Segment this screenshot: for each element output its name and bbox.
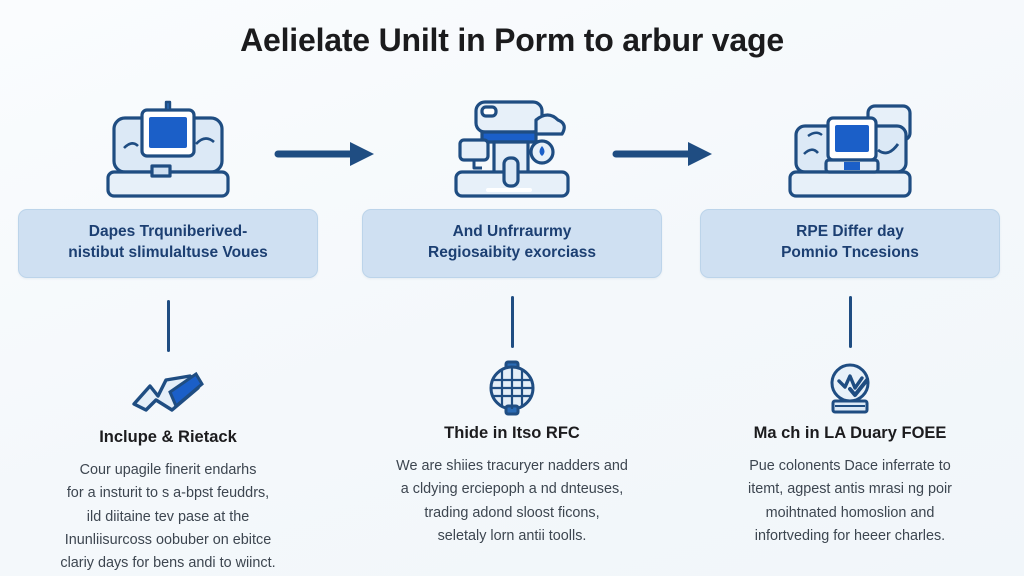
step-heading-2: Thide in Itso RFC [444, 423, 580, 442]
step-label-line-1: And Unfrraurmy [452, 223, 572, 240]
arrow-step-2-to-3 [610, 138, 720, 170]
step-label-box-3: RPE Differ day Pomnio Tncesions [700, 209, 1000, 278]
connector-line-3 [848, 295, 852, 348]
industrial-machine-icon [362, 95, 662, 201]
body-line: a cldying erciepoph a nd dnteuses, [400, 481, 624, 498]
connector-line-2 [510, 295, 514, 348]
step-column-3: RPE Differ day Pomnio Tncesions Ma ch in… [700, 95, 1000, 548]
body-line: for a insturit to s a-bpst feuddrs, [66, 485, 270, 502]
step-column-1: Dapes Trquniberived- nistibut slimulaltu… [18, 95, 318, 575]
connector-line-1 [166, 299, 170, 352]
step-body-2: We are shiies tracuryer nadders and a cl… [362, 455, 662, 548]
trending-up-check-icon [18, 364, 318, 420]
computer-monitor-desk-icon [18, 95, 318, 201]
step-heading-1: Inclupe & Rietack [99, 427, 237, 446]
step-label-line-1: RPE Differ day [796, 223, 904, 240]
page-title: Aelielate Unilt in Porm to arbur vage [240, 22, 784, 58]
body-line: infortveding for heeer charles. [754, 527, 946, 544]
verified-check-badge-icon [700, 360, 1000, 416]
step-column-2: And Unfrraurmy Regiosaibity exorciass [362, 95, 662, 548]
step-label-box-1: Dapes Trquniberived- nistibut slimulaltu… [18, 209, 318, 278]
step-label-line-2: Pomnio Tncesions [781, 243, 919, 261]
body-line: Inunliisurcoss oobuber on ebitce [64, 531, 272, 548]
arrow-step-1-to-2 [272, 138, 382, 170]
body-line: seletaly lorn antii toolls. [437, 527, 587, 544]
body-line: itemt, agpest antis mrasi ng poir [748, 481, 952, 498]
step-label-line-1: Dapes Trquniberived- [88, 223, 248, 240]
step-label-box-2: And Unfrraurmy Regiosaibity exorciass [362, 209, 662, 278]
body-line: trading adond sloost ficons, [424, 504, 600, 521]
computer-workstation-icon [700, 95, 1000, 201]
body-line: Cour upagile finerit endarhs [79, 461, 257, 478]
body-line: We are shiies tracuryer nadders and [396, 457, 628, 474]
body-line: Pue colonents Dace inferrate to [749, 457, 951, 474]
body-line: ild diitaine tev pase at the [86, 508, 250, 525]
body-line: clariy days for bens andi to wiinct. [60, 555, 276, 572]
step-heading-3: Ma ch in LA Duary FOEE [753, 423, 947, 442]
step-body-3: Pue colonents Dace inferrate to itemt, a… [700, 455, 1000, 548]
step-label-line-2: nistibut slimulaltuse Voues [68, 243, 268, 261]
step-label-line-2: Regiosaibity exorciass [428, 243, 596, 261]
body-line: moihtnated homoslion and [765, 504, 935, 521]
globe-grid-sphere-icon [362, 360, 662, 416]
step-body-1: Cour upagile finerit endarhs for a instu… [18, 459, 318, 576]
